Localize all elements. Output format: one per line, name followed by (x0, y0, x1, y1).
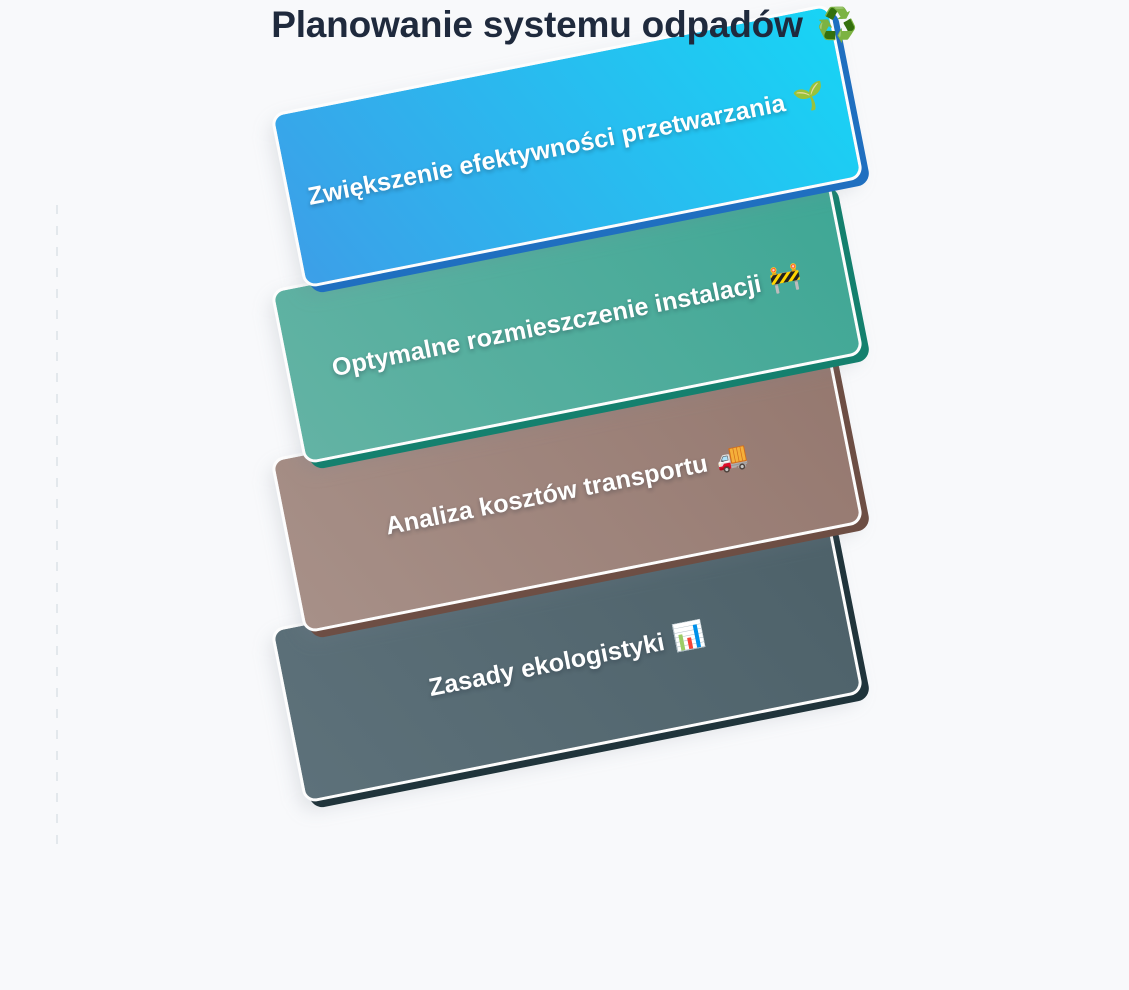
page-title: Planowanie systemu odpadów (271, 3, 803, 45)
recycling-icon: ♻️ (816, 4, 858, 44)
dashed-guide-line (56, 205, 58, 845)
page-header: Planowanie systemu odpadów ♻️ (0, 0, 1129, 48)
